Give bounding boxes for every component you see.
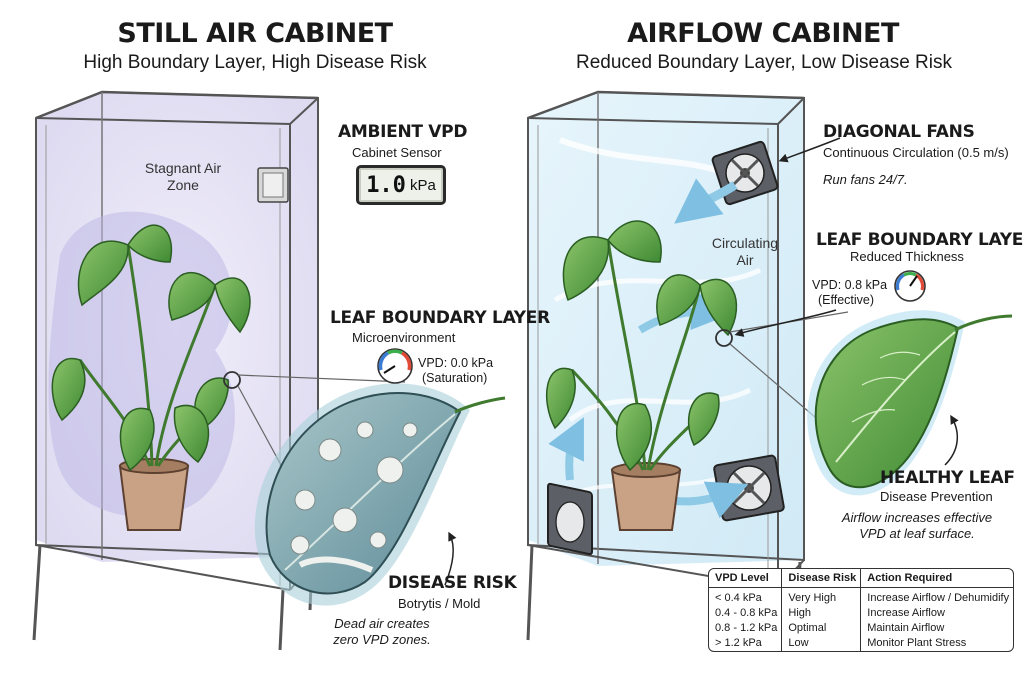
- ambient-vpd-reading: 1.0: [366, 172, 406, 198]
- table-row: < 0.4 kPa Very High Increase Airflow / D…: [709, 587, 1013, 606]
- ambient-vpd-label: AMBIENT VPD: [338, 122, 468, 142]
- ambient-vpd-unit: kPa: [409, 176, 436, 194]
- table-cell: Monitor Plant Stress: [860, 635, 1013, 651]
- dead-air-note: Dead air creates zero VPD zones.: [333, 616, 431, 647]
- bottom-fan-icon: [713, 454, 785, 522]
- table-cell: Maintain Airflow: [860, 620, 1013, 636]
- right-title: AIRFLOW CABINET: [627, 18, 899, 49]
- right-boundary-label: LEAF BOUNDARY LAYER: [816, 230, 1024, 250]
- table-cell: < 0.4 kPa: [715, 592, 762, 604]
- vpd-gauge-right: [894, 270, 926, 302]
- table-cell: Increase Airflow: [860, 605, 1013, 621]
- ambient-vpd-sub: Cabinet Sensor: [352, 145, 442, 160]
- moldy-leaf-detail: [254, 383, 506, 606]
- left-vpd-line1: VPD: 0.0 kPa: [418, 356, 494, 370]
- still-air-cabinet: [32, 90, 406, 651]
- right-vpd-line2: (Effective): [818, 293, 875, 307]
- table-cell: Low: [781, 635, 861, 651]
- table-row: 0.4 - 0.8 kPa High Increase Airflow: [709, 605, 1013, 621]
- table-header-vpd: VPD Level: [709, 569, 782, 588]
- right-vpd-line1: VPD: 0.8 kPa: [812, 278, 888, 292]
- table-header-action: Action Required: [860, 569, 1013, 588]
- table-cell: 0.4 - 0.8 kPa: [715, 607, 778, 619]
- diagonal-fans-label: DIAGONAL FANS: [823, 122, 975, 142]
- vpd-table: VPD Level Disease Risk Action Required <…: [709, 569, 1013, 651]
- run-fans-note: Run fans 24/7.: [823, 172, 908, 187]
- ambient-vpd-display: 1.0 kPa: [356, 165, 446, 205]
- airflow-note: Airflow increases effective VPD at leaf …: [841, 510, 993, 541]
- left-title: STILL AIR CABINET: [117, 18, 393, 49]
- right-boundary-sub: Reduced Thickness: [850, 249, 964, 264]
- table-cell: > 1.2 kPa: [715, 637, 762, 649]
- side-fan-icon: [547, 482, 593, 556]
- disease-risk-label: DISEASE RISK: [388, 573, 517, 593]
- stagnant-air-label: Stagnant Air Zone: [144, 160, 222, 193]
- healthy-leaf-sub: Disease Prevention: [880, 489, 993, 504]
- disease-risk-sub: Botrytis / Mold: [398, 596, 481, 611]
- right-subtitle: Reduced Boundary Layer, Low Disease Risk: [576, 52, 952, 73]
- table-row: > 1.2 kPa Low Monitor Plant Stress: [709, 635, 1013, 651]
- airflow-cabinet: [526, 90, 849, 651]
- table-row: 0.8 - 1.2 kPa Optimal Maintain Airflow: [709, 620, 1013, 636]
- table-cell: Very High: [781, 587, 861, 606]
- table-cell: 0.8 - 1.2 kPa: [715, 622, 778, 634]
- healthy-leaf-label: HEALTHY LEAF: [880, 468, 1015, 488]
- vpd-risk-table: VPD Level Disease Risk Action Required <…: [708, 568, 1014, 652]
- healthy-leaf-detail: [807, 310, 1013, 496]
- table-header-row: VPD Level Disease Risk Action Required: [709, 569, 1013, 588]
- left-boundary-sub: Microenvironment: [352, 330, 456, 345]
- table-header-risk: Disease Risk: [781, 569, 861, 588]
- diagonal-fans-sub: Continuous Circulation (0.5 m/s): [823, 145, 1009, 160]
- vpd-gauge-left: [377, 348, 413, 384]
- left-subtitle: High Boundary Layer, High Disease Risk: [83, 52, 427, 73]
- left-vpd-line2: (Saturation): [422, 371, 488, 385]
- circulating-air-label: Circulating Air: [711, 235, 779, 268]
- table-cell: High: [781, 605, 861, 621]
- table-cell: Optimal: [781, 620, 861, 636]
- left-boundary-label: LEAF BOUNDARY LAYER: [330, 308, 550, 328]
- table-cell: Increase Airflow / Dehumidify: [860, 587, 1013, 606]
